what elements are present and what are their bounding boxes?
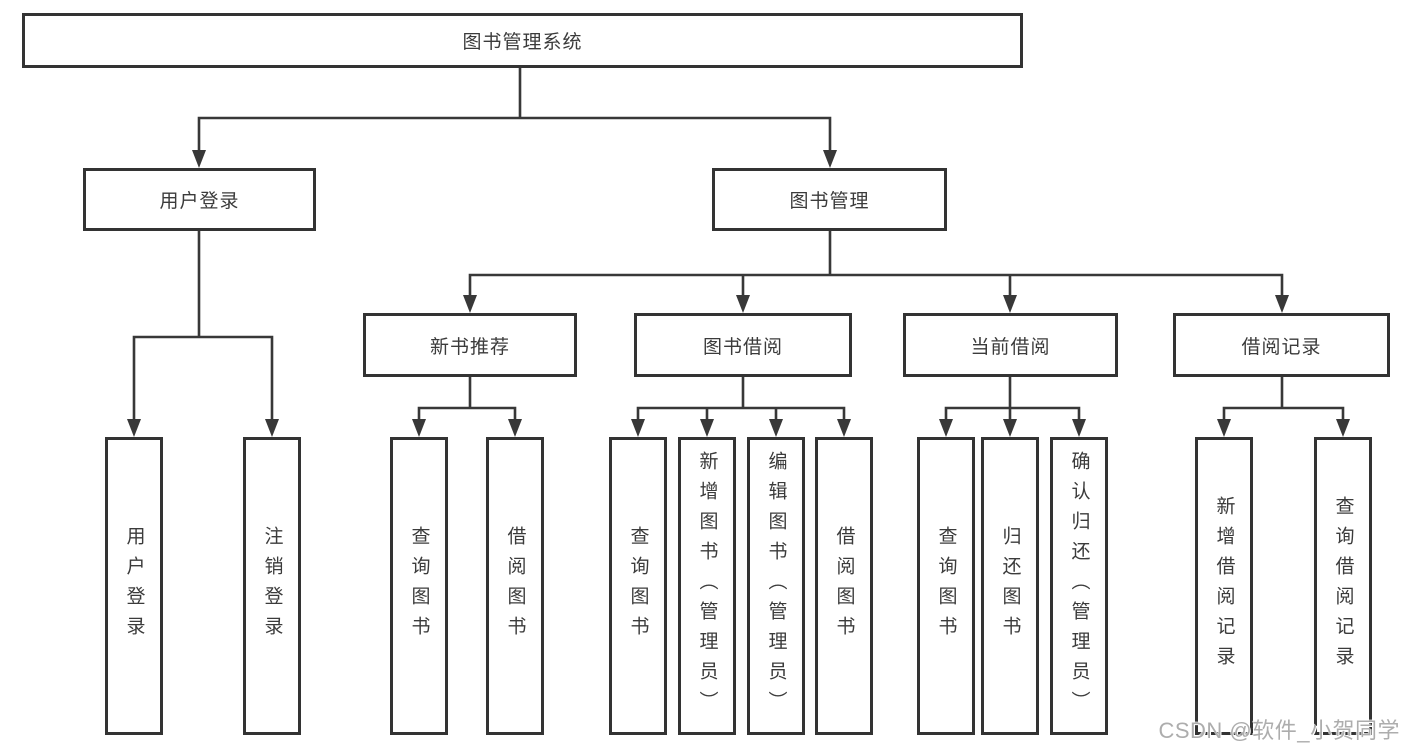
- node-leaf-nbr-query-books-label: 查询图书: [408, 526, 430, 646]
- node-book-mgmt-module: 图书管理: [712, 168, 947, 231]
- arrowhead: [1072, 419, 1086, 437]
- arrowhead: [127, 419, 141, 437]
- node-new-book-rec-label: 新书推荐: [429, 336, 510, 358]
- arrowhead: [1003, 419, 1017, 437]
- node-leaf-bb-borrow-books-label: 借阅图书: [833, 526, 855, 646]
- node-book-mgmt-module-label: 图书管理: [789, 191, 870, 212]
- arrowhead: [837, 419, 851, 437]
- node-leaf-logout-label: 注销登录: [261, 526, 283, 646]
- node-leaf-bb-add-books-admin-label: 新增图书（管理员）: [696, 451, 718, 721]
- arrowhead: [939, 419, 953, 437]
- arrowhead: [1275, 295, 1289, 313]
- connector-mgmt-to-level3: [468, 229, 1284, 299]
- connector-login-to-leaves: [132, 229, 274, 423]
- node-leaf-user-login: 用户登录: [105, 437, 163, 735]
- node-user-login-module: 用户登录: [83, 168, 316, 231]
- node-leaf-br-add-record: 新增借阅记录: [1195, 437, 1253, 735]
- node-leaf-cb-return-books-label: 归还图书: [999, 526, 1021, 646]
- node-leaf-bb-edit-books-admin-label: 编辑图书（管理员）: [765, 451, 787, 721]
- connector-borrowrecords-to-leaves: [1222, 375, 1345, 423]
- node-leaf-bb-edit-books-admin: 编辑图书（管理员）: [747, 437, 805, 735]
- node-new-book-rec: 新书推荐: [363, 313, 577, 377]
- node-current-borrow-label: 当前借阅: [970, 336, 1051, 358]
- node-leaf-cb-query-books: 查询图书: [917, 437, 975, 735]
- node-leaf-nbr-borrow-books: 借阅图书: [486, 437, 544, 735]
- arrowhead: [1336, 419, 1350, 437]
- arrowhead: [823, 150, 837, 168]
- node-leaf-bb-borrow-books: 借阅图书: [815, 437, 873, 735]
- node-book-borrow-label: 图书借阅: [702, 336, 783, 358]
- arrowhead: [736, 295, 750, 313]
- arrowhead: [412, 419, 426, 437]
- node-borrow-records-label: 借阅记录: [1241, 336, 1322, 358]
- node-leaf-logout: 注销登录: [243, 437, 301, 735]
- arrowheads: [127, 150, 1350, 437]
- arrowhead: [700, 419, 714, 437]
- node-leaf-cb-confirm-return-admin: 确认归还（管理员）: [1050, 437, 1108, 735]
- arrowhead: [1217, 419, 1231, 437]
- node-root: 图书管理系统: [22, 13, 1023, 68]
- node-current-borrow: 当前借阅: [903, 313, 1118, 377]
- node-leaf-cb-confirm-return-admin-label: 确认归还（管理员）: [1068, 451, 1090, 721]
- node-borrow-records: 借阅记录: [1173, 313, 1390, 377]
- node-leaf-user-login-label: 用户登录: [123, 526, 145, 646]
- arrowhead: [265, 419, 279, 437]
- node-leaf-nbr-borrow-books-label: 借阅图书: [504, 526, 526, 646]
- connector-currentborrow-to-leaves: [944, 375, 1081, 423]
- node-root-label: 图书管理系统: [462, 32, 583, 53]
- arrowhead: [1003, 295, 1017, 313]
- node-leaf-bb-add-books-admin: 新增图书（管理员）: [678, 437, 736, 735]
- node-leaf-br-add-record-label: 新增借阅记录: [1213, 496, 1235, 676]
- node-book-borrow: 图书借阅: [634, 313, 852, 377]
- arrowhead: [463, 295, 477, 313]
- connector-root-to-level2: [197, 65, 832, 154]
- connector-newbookrec-to-leaves: [417, 375, 517, 423]
- arrowhead: [192, 150, 206, 168]
- node-user-login-module-label: 用户登录: [159, 191, 240, 212]
- arrowhead: [769, 419, 783, 437]
- arrowhead: [631, 419, 645, 437]
- node-leaf-bb-query-books-label: 查询图书: [627, 526, 649, 646]
- arrowhead: [508, 419, 522, 437]
- connector-bookborrow-to-leaves: [636, 375, 846, 423]
- node-leaf-cb-query-books-label: 查询图书: [935, 526, 957, 646]
- node-leaf-nbr-query-books: 查询图书: [390, 437, 448, 735]
- csdn-watermark: CSDN @软件_小贺同学: [1158, 718, 1400, 743]
- node-leaf-br-query-record: 查询借阅记录: [1314, 437, 1372, 735]
- node-leaf-bb-query-books: 查询图书: [609, 437, 667, 735]
- node-leaf-br-query-record-label: 查询借阅记录: [1332, 496, 1354, 676]
- node-leaf-cb-return-books: 归还图书: [981, 437, 1039, 735]
